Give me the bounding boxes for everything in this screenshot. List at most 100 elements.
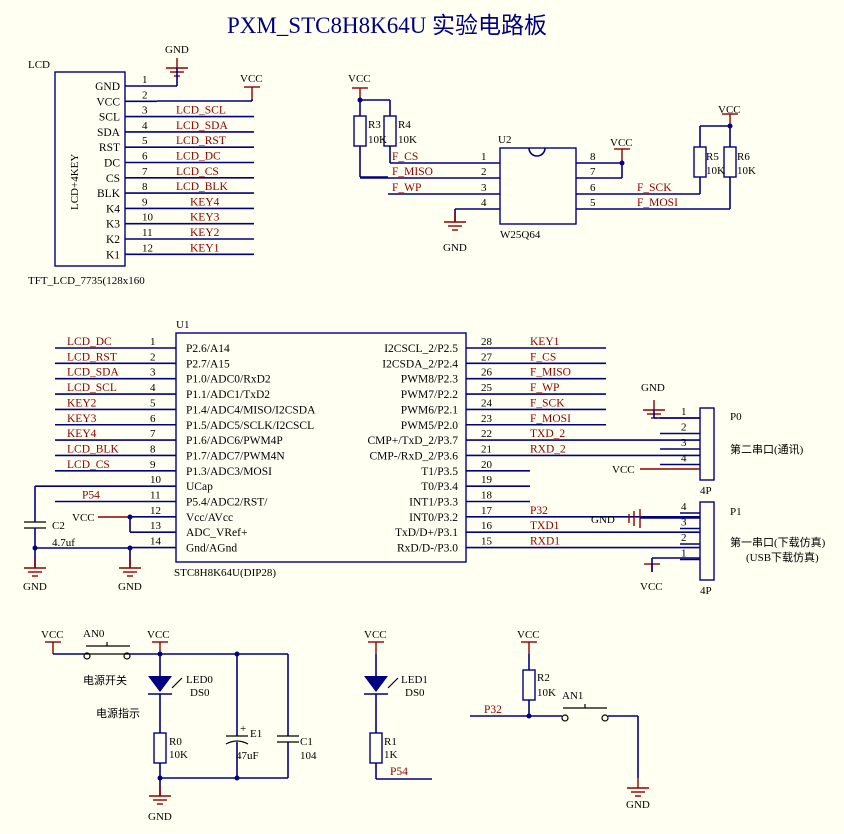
p0-ref: P0 [730,411,742,423]
led0-ref: LED0 [186,674,213,686]
p0-pin-number: 3 [681,437,687,449]
e1-value: 47uF [236,750,259,762]
lcd-pin-name: K3 [106,219,120,231]
u1-right-pin-number: 24 [481,397,493,409]
u1-left-pin-number: 8 [150,443,156,455]
p1-pin-number: 2 [681,532,687,544]
u1-right-net-label: KEY1 [530,336,560,348]
lcd-pin-name: SDA [97,127,121,139]
lcd-net-label: LCD_CS [176,166,219,178]
pwr-gnd-label: GND [148,811,172,823]
u1-left-pin-number: 13 [150,520,162,532]
led1-model: DS0 [405,687,425,699]
u1-left-net-label: LCD_CS [67,459,110,471]
lcd-pin-number: 4 [142,120,148,132]
u1-right-pin-name: PWM8/P2.3 [401,374,458,386]
u2-left-pin-number: 1 [481,151,487,163]
u1-right-pin-number: 18 [481,490,493,502]
p0-desc: 第二串口(通讯) [730,442,804,456]
e1-polarity: + [240,723,246,735]
u1-right-net-label: F_CS [530,351,556,363]
p54-net-label: P54 [390,766,408,778]
u1-left-pin-name: P2.7/A15 [186,358,230,370]
u1-right-pin-number: 16 [481,520,493,532]
u1-left-net-label: LCD_BLK [67,443,119,455]
u1-left-net-label: KEY2 [67,397,97,409]
lcd-net-label: LCD_RST [176,135,226,147]
lcd-pin-number: 3 [142,105,148,117]
u2-right-net-label: F_MOSI [637,197,678,209]
lcd-vcc-symbol [243,86,261,100]
u1-right-pin-name: PWM6/P2.1 [401,404,458,416]
lcd-body [54,71,126,267]
lcd-pin-number: 2 [142,89,148,101]
u1-left-pin-number: 3 [150,367,156,379]
u1-left-net-label: LCD_SDA [67,367,119,379]
u1-left-pin-number: 11 [150,490,161,502]
lcd-pin-number: 5 [142,135,148,147]
an1-gnd-label: GND [626,799,650,811]
u1-right-pin-name: RxD/D-/P3.0 [397,543,458,555]
p1-vcc-label: VCC [640,581,663,593]
led1-ref: LED1 [401,674,428,686]
led0-model: DS0 [190,687,210,699]
pwr-vcc-out-label: VCC [147,629,170,641]
lcd-net-label: LCD_DC [176,151,221,163]
r2-vcc-symbol [520,641,538,655]
u1-left-pin-number: 5 [150,397,156,409]
u1-right-pin-number: 17 [481,505,493,517]
u1-right-pin-number: 21 [481,443,492,455]
p1-desc2: (USB下载仿真) [746,550,819,564]
lcd-pin-name: K2 [106,234,120,246]
u1-left-pin-name: P1.5/ADC5/SCLK/I2CSCL [186,420,314,432]
c2-gnd-symbol [23,557,47,577]
lcd-net-label: LCD_BLK [176,181,228,193]
r4-ref: R4 [398,119,411,131]
lcd-pin-name: RST [99,142,120,154]
u1-right-net-label: RXD_2 [530,443,566,455]
lcd-pin-name: BLK [97,188,121,200]
u1-right-pin-number: 28 [481,336,493,348]
u2-left-pin-number: 3 [481,182,487,194]
u1-left-pin-number: 10 [150,474,162,486]
lcd-pin-name: CS [106,173,120,185]
lcd-pin-number: 1 [142,74,148,86]
u1-right-pin-name: I2CSCL_2/P2.5 [384,343,458,355]
u1-right-pin-number: 15 [481,536,493,548]
u1-right-pin-name: T0/P3.4 [421,481,458,493]
p0-gnd-label: GND [641,382,665,394]
c2-value: 4.7uf [52,537,75,549]
r0-ref: R0 [169,736,182,748]
u1-left-pin-name: P5.4/ADC2/RST/ [186,497,268,509]
lcd-pin-name: K1 [106,249,120,261]
r5-resistor [693,146,707,178]
u1-right-net-label: F_WP [530,382,559,394]
u2-right-pin-number: 5 [590,197,596,209]
u1-right-pin-name: CMP-/RxD_2/P3.6 [369,450,458,462]
lcd-net-label: KEY3 [190,212,220,224]
u1-right-pin-name: PWM7/P2.2 [401,389,458,401]
u2-body [499,147,577,225]
r2-value: 10K [537,687,556,699]
r3-value: 10K [368,134,387,146]
c2-gnd-label: GND [23,581,47,593]
u2-right-net-label: F_SCK [637,182,672,194]
power-indicator-label: 电源指示 [96,706,140,720]
u1-right-net-label: TXD_2 [530,428,565,440]
u1-left-pin-name: P1.1/ADC1/TxD2 [186,389,270,401]
p0-pin-number: 1 [681,406,687,418]
r0-value: 10K [169,749,188,761]
u1-right-pin-name: INT0/P3.2 [409,512,458,524]
u1-left-pin-number: 9 [150,459,156,471]
u1-right-net-label: TXD1 [530,520,560,532]
flash-gnd-symbol [443,211,467,231]
u2-right-pin-number: 6 [590,182,596,194]
u1-left-net-label: LCD_DC [67,336,112,348]
u1-right-pin-name: PWM5/P2.0 [401,420,458,432]
flash-vcc2-label: VCC [610,137,633,149]
u1-left-pin-number: 1 [150,336,156,348]
c2-ref: C2 [52,520,65,532]
